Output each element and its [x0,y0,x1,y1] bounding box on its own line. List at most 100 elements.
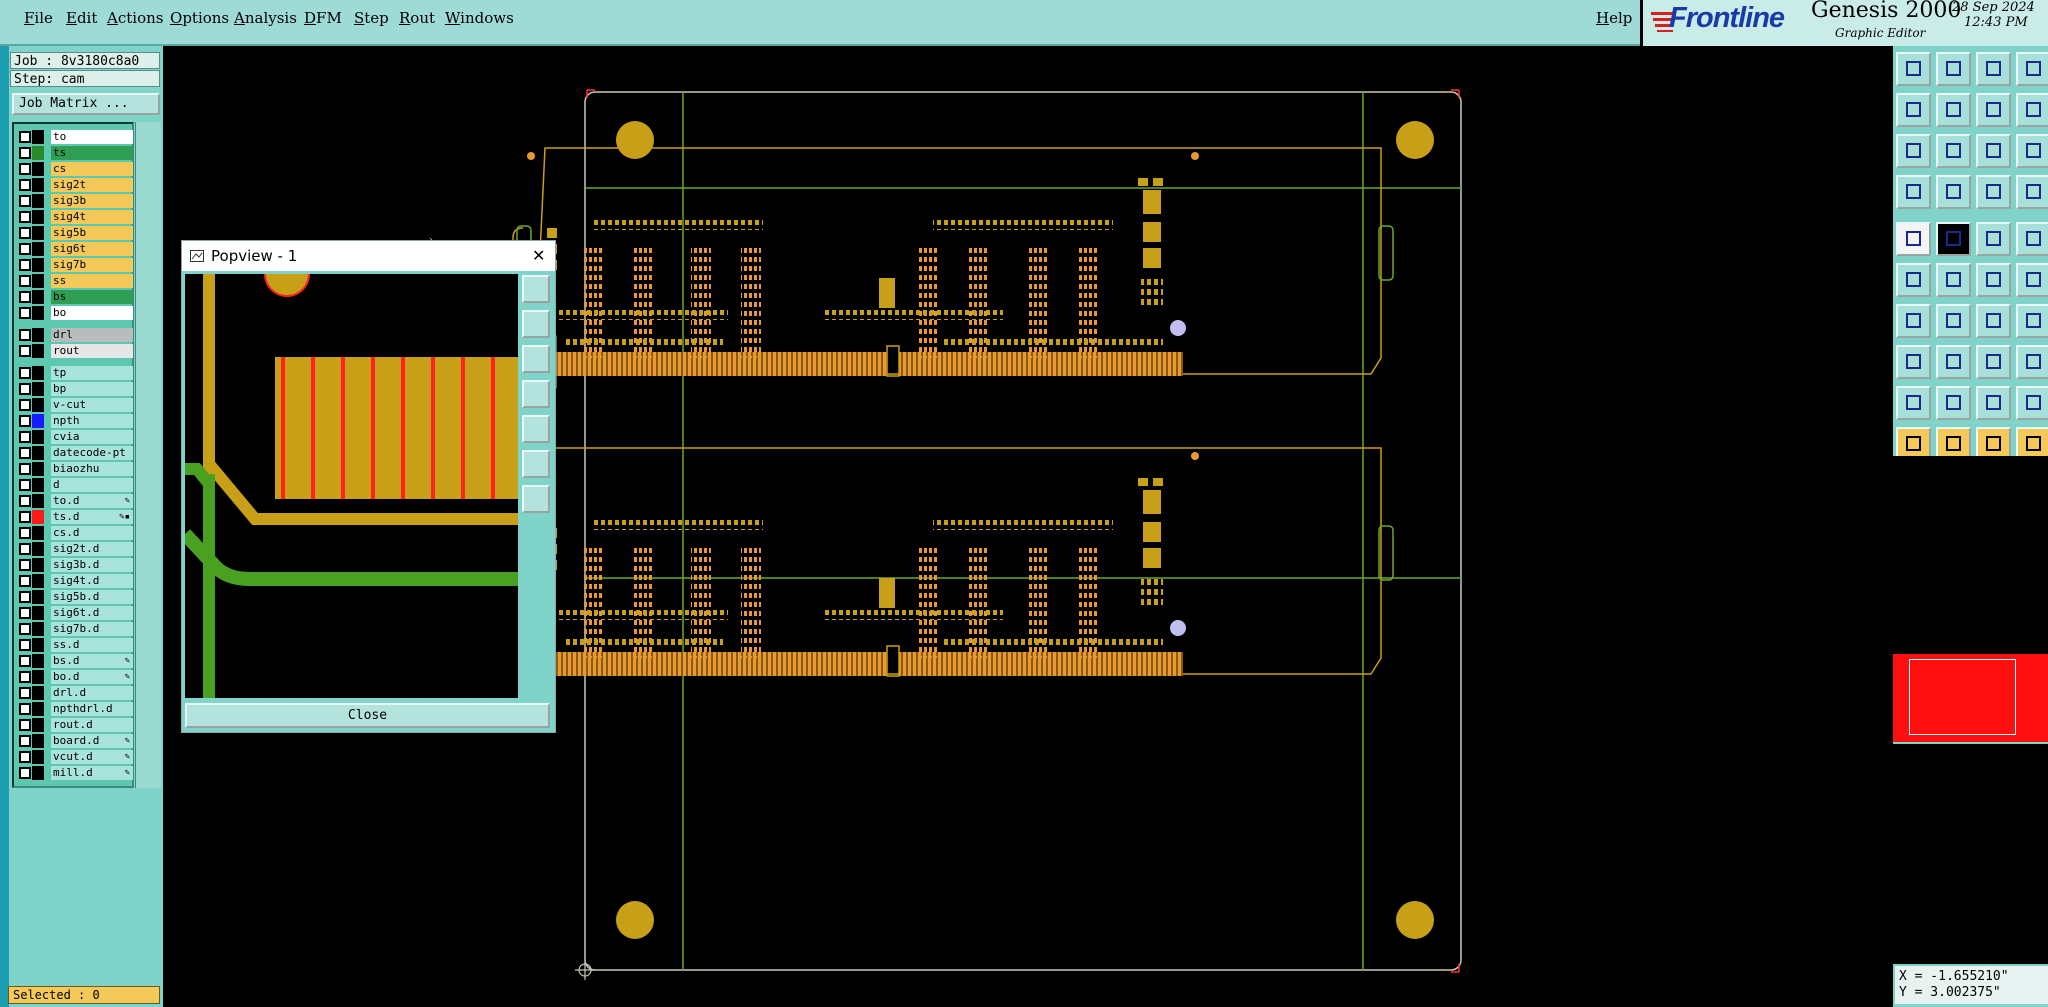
menu-edit[interactable]: Edit [66,9,98,27]
layer-row[interactable]: ts.d✎▪ [17,510,133,524]
layer-checkbox[interactable] [19,671,31,683]
layer-name[interactable]: sig3b [51,194,133,208]
layer-row[interactable]: npth [17,414,133,428]
layer-row[interactable]: to.d✎ [17,494,133,508]
layer-color-swatch[interactable] [32,462,44,476]
layer-name[interactable]: tp [51,366,133,380]
add-pad-tool-button[interactable] [1976,263,2011,297]
layer-name[interactable]: sig7b.d [51,622,133,636]
layer-checkbox[interactable] [19,431,31,443]
layer-color-swatch[interactable] [32,226,44,240]
layer-color-swatch[interactable] [32,430,44,444]
select-box-tool-button[interactable] [1936,427,1971,461]
layer-color-swatch[interactable] [32,328,44,342]
layer-row[interactable]: to [17,130,133,144]
layer-row[interactable]: sig7b [17,258,133,272]
layer-checkbox[interactable] [19,211,31,223]
layer-name[interactable]: rout.d [51,718,133,732]
layer-checkbox[interactable] [19,367,31,379]
shape-tool-tool-button[interactable] [2016,345,2048,379]
measure-tool-button[interactable] [1976,222,2011,256]
layer-color-swatch[interactable] [32,574,44,588]
layer-checkbox[interactable] [19,463,31,475]
prev-step-tool-button[interactable] [1896,93,1931,127]
layer-name[interactable]: rout [51,344,133,358]
layer-name[interactable]: bo.d✎ [51,670,133,684]
layer-name[interactable]: bo [51,306,133,320]
layer-row[interactable]: rout [17,344,133,358]
cut-line-tool-button[interactable] [1936,345,1971,379]
layer-color-swatch[interactable] [32,750,44,764]
layer-name[interactable]: sig2t.d [51,542,133,556]
layer-name[interactable]: to [51,130,133,144]
layer-row[interactable]: sig6t [17,242,133,256]
add-square-tool-button[interactable] [1896,345,1931,379]
menu-help[interactable]: Help [1596,9,1633,27]
layer-color-swatch[interactable] [32,638,44,652]
layer-name[interactable]: cs.d [51,526,133,540]
popview-pan-right-button[interactable] [522,415,550,443]
open-job-tool-button[interactable] [1896,52,1931,86]
layer-row[interactable]: vcut.d✎ [17,750,133,764]
fit-screen-tool-button[interactable] [1896,134,1931,168]
layer-row[interactable]: cs.d [17,526,133,540]
home-tool-button[interactable] [1976,52,2011,86]
job-matrix-button[interactable]: Job Matrix ... [12,93,160,115]
layer-checkbox[interactable] [19,703,31,715]
layer-color-swatch[interactable] [32,606,44,620]
layer-row[interactable]: ts [17,146,133,160]
layer-color-swatch[interactable] [32,510,44,524]
delete-feature-tool-button[interactable] [1936,263,1971,297]
layer-color-swatch[interactable] [32,558,44,572]
layer-checkbox[interactable] [19,179,31,191]
pad-tool-tool-button[interactable] [1896,222,1931,256]
layer-color-swatch[interactable] [32,414,44,428]
layer-name[interactable]: to.d✎ [51,494,133,508]
layer-color-swatch[interactable] [32,766,44,780]
layer-color-swatch[interactable] [32,258,44,272]
layer-row[interactable]: sig3b [17,194,133,208]
layer-row[interactable]: ss.d [17,638,133,652]
triangle-alt-tool-button[interactable] [1936,386,1971,420]
layer-color-swatch[interactable] [32,242,44,256]
layer-checkbox[interactable] [19,291,31,303]
layer-color-swatch[interactable] [32,686,44,700]
layer-row[interactable]: ss [17,274,133,288]
color-mode-tool-button[interactable] [1936,222,1971,256]
layer-name[interactable]: drl [51,328,133,342]
popview-center-button[interactable] [522,485,550,513]
menu-dfm[interactable]: DFM [304,9,342,27]
center-view-tool-button[interactable] [1936,134,1971,168]
layer-checkbox[interactable] [19,607,31,619]
layer-row[interactable]: board.d✎ [17,734,133,748]
layer-name[interactable]: sig3b.d [51,558,133,572]
layer-checkbox[interactable] [19,495,31,507]
layer-color-swatch[interactable] [32,670,44,684]
layer-color-swatch[interactable] [32,526,44,540]
menu-rout[interactable]: Rout [399,9,436,27]
layer-row[interactable]: mill.d✎ [17,766,133,780]
popview-canvas[interactable] [185,274,518,698]
layer-color-swatch[interactable] [32,734,44,748]
popview-close-button[interactable]: Close [185,703,550,728]
layer-name[interactable]: board.d✎ [51,734,133,748]
layer-row[interactable]: bo.d✎ [17,670,133,684]
layer-color-swatch[interactable] [32,398,44,412]
overview-viewport[interactable] [1909,659,2016,735]
layer-name[interactable]: biaozhu [51,462,133,476]
layer-name[interactable]: sig4t.d [51,574,133,588]
layer-checkbox[interactable] [19,479,31,491]
layer-color-swatch[interactable] [32,146,44,160]
layer-name[interactable]: sig5b [51,226,133,240]
layer-list-scrollbar[interactable] [135,122,161,788]
layer-checkbox[interactable] [19,623,31,635]
layer-name[interactable]: drl.d [51,686,133,700]
layer-checkbox[interactable] [19,655,31,667]
layer-row[interactable]: sig5b [17,226,133,240]
layer-row[interactable]: tp [17,366,133,380]
layer-color-swatch[interactable] [32,130,44,144]
layer-name[interactable]: cvia [51,430,133,444]
scale-1-2-tool-button[interactable] [1976,134,2011,168]
snap-off-tool-button[interactable] [1976,175,2011,209]
layer-color-swatch[interactable] [32,274,44,288]
